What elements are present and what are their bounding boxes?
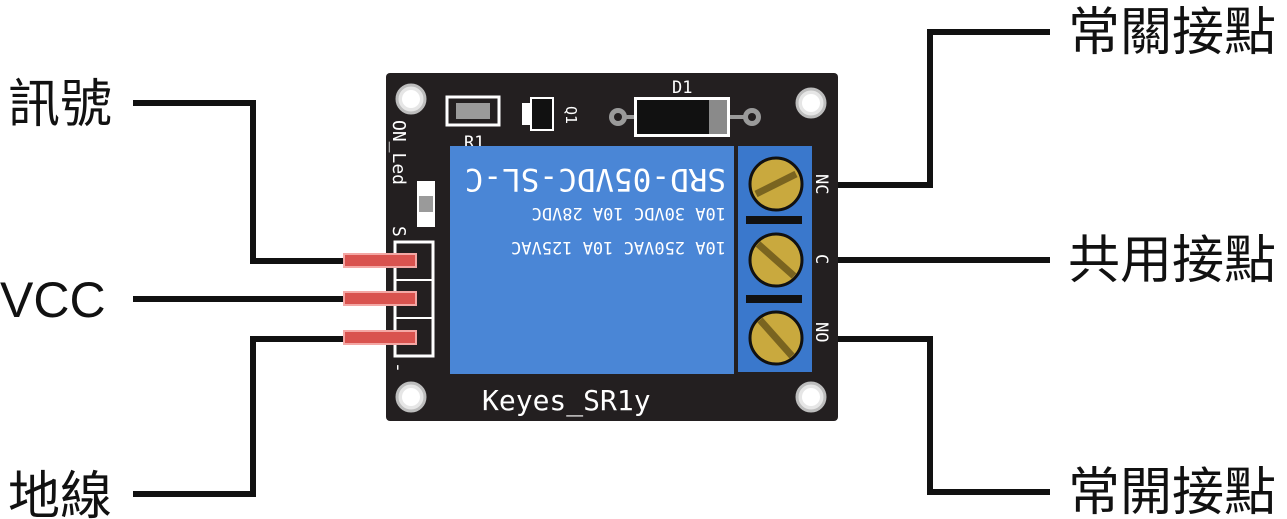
signal-pin (343, 253, 417, 268)
signal-leader-line (133, 100, 350, 264)
nc-screw (748, 156, 804, 212)
common-label: 共用接點 (1068, 231, 1276, 291)
no-screw (748, 310, 804, 366)
no-terminal-label: NO (811, 322, 831, 342)
d1-label: D1 (672, 78, 692, 98)
relay-model: SRD-05VDC-SL-C (465, 161, 726, 197)
relay-rating-dc: 10A 30VDC 10A 28VDC (532, 203, 726, 223)
no-leader-line (835, 336, 1050, 495)
c-screw (748, 232, 804, 288)
on-led-label: ON_Led (388, 120, 409, 185)
on-led: ON_Led (388, 120, 435, 227)
nc-terminal-label: NC (811, 174, 831, 194)
board-name: Keyes_SR1y (482, 384, 651, 418)
vcc-label: VCC (0, 272, 106, 328)
nc-leader-line (835, 29, 1050, 188)
diode-d1: D1 (609, 78, 761, 137)
relay-body: SRD-05VDC-SL-C 10A 30VDC 10A 28VDC 10A 2… (450, 146, 734, 374)
transistor-q1: Q1 (522, 97, 580, 131)
terminal-block: NC C NO (738, 146, 831, 372)
relay-board: R1 Q1 D1 ON_Led S (343, 73, 838, 421)
c-terminal-label: C (811, 254, 831, 264)
ground-label: 地線 (8, 467, 112, 519)
vcc-pin (343, 291, 417, 306)
ground-leader-line (133, 336, 350, 497)
pin-minus-label: - (388, 362, 409, 373)
normally-closed-label: 常關接點 (1068, 3, 1276, 63)
ground-pin (343, 330, 417, 345)
q1-label: Q1 (562, 106, 580, 124)
relay-case (450, 146, 734, 374)
pin-header: S - (343, 226, 435, 373)
pin-s-label: S (388, 226, 409, 237)
relay-rating-ac: 10A 250VAC 10A 125VAC (511, 237, 726, 257)
signal-label: 訊號 (8, 75, 112, 135)
mounting-holes (395, 83, 827, 413)
normally-open-label: 常開接點 (1068, 463, 1276, 519)
